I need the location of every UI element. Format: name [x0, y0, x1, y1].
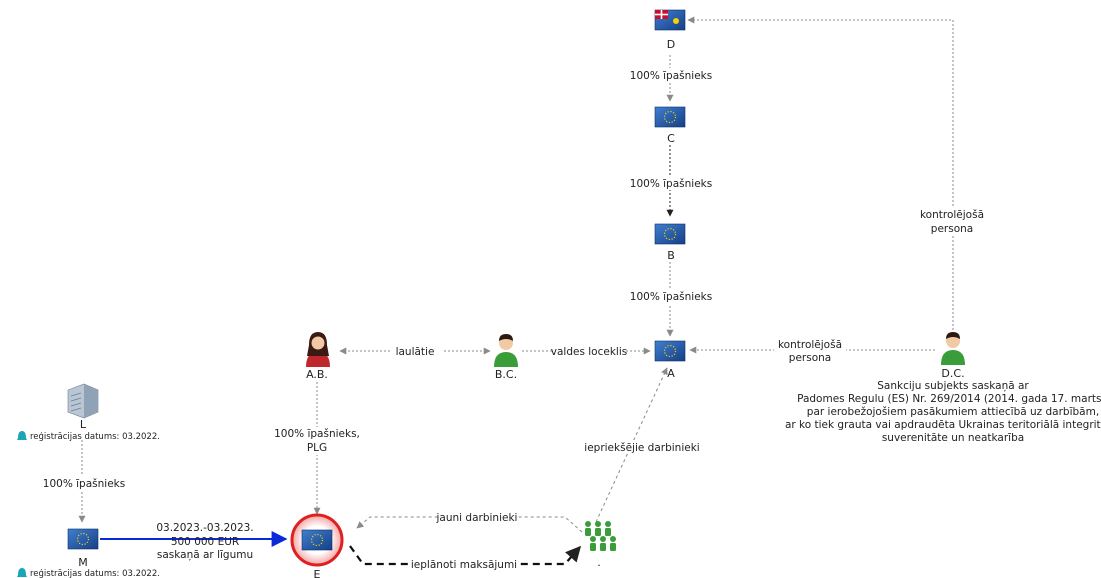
edge-dc-d	[687, 16, 954, 330]
label-b-a: 100% īpašnieks	[630, 291, 712, 303]
sanction-note-line5: suverenitāte un neatkarība	[882, 432, 1024, 444]
label-m-e-line1: 03.2023.-03.2023.	[156, 522, 253, 534]
label-dc-d-line2: persona	[931, 223, 973, 235]
node-a-label: A	[667, 367, 675, 380]
label-ab-bc: laulātie	[396, 346, 435, 358]
node-d-label: D	[667, 38, 675, 51]
node-m-reg: reģistrācijas datums: 03.2022.	[30, 569, 160, 578]
node-m[interactable]: M reģistrācijas datums: 03.2022.	[17, 528, 160, 578]
sanction-note-line3: par ierobežojošiem pasākumiem attiecībā …	[807, 406, 1099, 418]
node-ab-label: A.B.	[306, 368, 328, 381]
registration-badge: reģistrācijas datums: 03.2022.	[17, 431, 160, 442]
label-ab-e-line2: PLG	[307, 442, 327, 454]
registration-badge: reģistrācijas datums: 03.2022.	[17, 568, 160, 578]
label-e-workers: ieplānoti maksājumi	[411, 559, 517, 571]
node-d[interactable]: D	[654, 9, 686, 51]
node-bc-label: B.C.	[495, 368, 517, 381]
eu-flag-icon	[301, 529, 333, 551]
bell-icon	[17, 431, 27, 440]
eu-flag-icon	[67, 528, 99, 550]
label-dc-a-line2: persona	[789, 352, 831, 364]
node-ab[interactable]: A.B.	[306, 332, 330, 381]
male-person-icon	[494, 334, 518, 367]
node-workers-label: .	[597, 556, 601, 569]
node-e[interactable]: E	[290, 513, 344, 578]
node-b[interactable]: B	[654, 223, 686, 262]
node-c-label: C	[667, 132, 675, 145]
male-person-icon	[941, 332, 965, 365]
node-dc[interactable]: D.C. Sankciju subjekts saskaņā ar Padome…	[785, 332, 1101, 444]
label-m-e-line2: 500 000 EUR	[171, 536, 239, 548]
label-ab-e-line1: 100% īpašnieks,	[274, 428, 360, 440]
flag-icon	[654, 9, 686, 31]
sanction-note-line4: ar ko tiek grauta vai apdraudēta Ukraina…	[785, 419, 1101, 431]
edge-labels: 100% īpašnieks 100% īpašnieks 100% īpašn…	[42, 68, 988, 571]
label-m-e-line3: saskaņā ar līgumu	[157, 549, 253, 561]
sanction-note-line2: Padomes Regulu (ES) Nr. 269/2014 (2014. …	[797, 393, 1101, 405]
node-m-label: M	[78, 556, 88, 569]
node-b-label: B	[667, 249, 675, 262]
node-e-label: E	[314, 568, 321, 578]
label-dc-a-line1: kontrolējošā	[778, 339, 842, 351]
node-l[interactable]: L reģistrācijas datums: 03.2022.	[17, 383, 160, 442]
label-c-b: 100% īpašnieks	[630, 178, 712, 190]
node-dc-label: D.C.	[941, 367, 964, 380]
label-bc-a: valdes loceklis	[551, 346, 627, 358]
node-l-reg: reģistrācijas datums: 03.2022.	[30, 432, 160, 442]
eu-flag-icon	[654, 340, 686, 362]
node-bc[interactable]: B.C.	[494, 334, 518, 381]
label-d-c: 100% īpašnieks	[630, 70, 712, 82]
node-c[interactable]: C	[654, 106, 686, 145]
node-a[interactable]: A	[654, 340, 686, 380]
sanction-note-line1: Sankciju subjekts saskaņā ar	[877, 380, 1029, 392]
label-workers-a: iepriekšējie darbinieki	[584, 442, 699, 454]
node-l-label: L	[80, 418, 87, 431]
edges	[78, 16, 954, 566]
eu-flag-icon	[654, 223, 686, 245]
eu-flag-icon	[654, 106, 686, 128]
sanction-note: Sankciju subjekts saskaņā ar Padomes Reg…	[785, 380, 1101, 444]
bell-icon	[17, 568, 27, 577]
node-workers[interactable]: .	[585, 521, 616, 569]
group-people-icon	[585, 521, 616, 551]
building-icon	[67, 383, 99, 419]
label-dc-d-line1: kontrolējošā	[920, 209, 984, 221]
label-l-m: 100% īpašnieks	[43, 478, 125, 490]
label-workers-e: jauni darbinieki	[436, 512, 518, 524]
female-person-icon	[306, 332, 330, 367]
